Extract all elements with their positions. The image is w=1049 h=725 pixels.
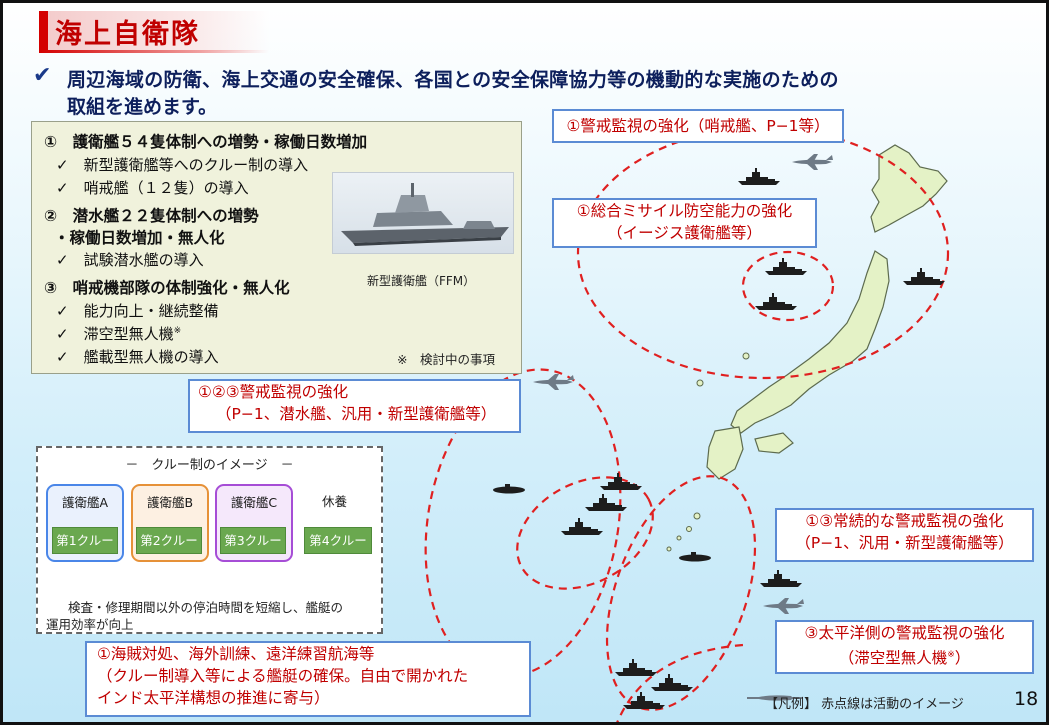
rest-label: 休養 xyxy=(322,494,348,509)
lead-text-line-2: 取組を進めます。 xyxy=(67,96,218,118)
hokkaido xyxy=(870,144,948,233)
note-text: ※ 検討中の事項 xyxy=(397,352,495,367)
ship-icon xyxy=(651,674,693,691)
callout-line: ③太平洋側の警戒監視の強化 xyxy=(804,624,1005,642)
callout-patrol-west: ①②③警戒監視の強化 （P−1、潜水艦、汎用・新型護衛艦等） xyxy=(188,379,521,433)
callout-line: （イージス護衛艦等） xyxy=(607,224,762,242)
japan-map xyxy=(706,144,948,480)
ship-icon xyxy=(738,168,780,185)
area-south-arc xyxy=(616,643,744,722)
patrol-aircraft-icon xyxy=(792,154,833,170)
callout-line: （クルー制導入等による艦艇の確保。自由で開かれた xyxy=(97,667,469,685)
callout-line: インド太平洋構想の推進に寄与） xyxy=(97,689,330,707)
legend: 【凡例】 赤点線は活動のイメージ xyxy=(765,697,964,712)
page-number: 18 xyxy=(1014,688,1039,710)
item-3-sub-3: ✓ 艦載型無人機の導入 xyxy=(56,348,219,366)
submarine-icon xyxy=(679,552,711,562)
callout-line: ①海賊対処、海外訓練、遠洋練習航海等 xyxy=(97,645,375,663)
callout-line: ①②③警戒監視の強化 xyxy=(198,383,349,401)
drone-icon xyxy=(747,695,803,701)
ship-icon xyxy=(561,518,603,535)
footnote-mark: ※ xyxy=(947,650,955,660)
photo-caption: 新型護衛艦（FFM） xyxy=(367,274,476,288)
callout-missile-defense: ①総合ミサイル防空能力の強化 （イージス護衛艦等） xyxy=(552,198,817,248)
item-3: ③ 哨戒機部隊の体制強化・無人化 xyxy=(44,279,290,297)
submarine-icon xyxy=(493,484,525,494)
area-missile xyxy=(741,250,835,322)
area-pacific xyxy=(605,475,757,711)
kyushu xyxy=(706,426,744,480)
item-1-sub-2: ✓ 哨戒艦（１２隻）の導入 xyxy=(56,179,249,197)
callout-patrol-continuous: ①③常続的な警戒監視の強化 （P−1、汎用・新型護衛艦等） xyxy=(775,508,1034,562)
crew-note-line-1: 検査・修理期間以外の停泊時間を短縮し、艦艇の xyxy=(68,600,344,615)
area-ecs xyxy=(516,476,654,590)
ship-icon xyxy=(903,268,945,285)
crew-note-line-2: 運用効率が向上 xyxy=(46,617,134,632)
callout-line: ①③常続的な警戒監視の強化 xyxy=(805,512,1004,530)
patrol-aircraft-icon xyxy=(763,598,804,614)
callout-overseas: ①海賊対処、海外訓練、遠洋練習航海等 （クルー制導入等による艦艇の確保。自由で開… xyxy=(85,641,531,717)
item-3-sub-2-text: ✓ 滞空型無人機 xyxy=(56,325,174,343)
islands xyxy=(666,352,750,552)
crew-chip-1: 第1クルー xyxy=(52,527,118,554)
title-underline xyxy=(39,50,269,53)
callout-text: ） xyxy=(954,649,971,668)
item-1: ① 護衛艦５４隻体制への増勢・稼働日数増加 xyxy=(44,133,368,151)
crew-chip-3: 第3クルー xyxy=(220,527,286,554)
ship-icon xyxy=(755,293,797,310)
callout-line: （P−1、汎用・新型護衛艦等） xyxy=(795,534,1014,552)
frigate-illustration xyxy=(341,183,509,246)
item-2-sub-1: ✓ 試験潜水艦の導入 xyxy=(56,251,204,269)
callout-line: （滞空型無人機※） xyxy=(777,644,1032,669)
area-north xyxy=(576,126,950,380)
callout-patrol-north: ①警戒監視の強化（哨戒艦、P−1等） xyxy=(552,109,844,143)
ship-card-label: 護衛艦B xyxy=(146,495,194,510)
crew-chip-4: 第4クルー xyxy=(304,527,372,554)
ship-icon xyxy=(615,659,657,676)
item-3-sub-1: ✓ 能力向上・継続整備 xyxy=(56,302,219,320)
summary-box: ① 護衛艦５４隻体制への増勢・稼働日数増加 ✓ 新型護衛艦等へのクルー制の導入 … xyxy=(31,121,522,374)
item-2-line-2: ・稼働日数増加・無人化 xyxy=(54,229,225,247)
crew-chip-2: 第2クルー xyxy=(136,527,202,554)
ship-icon xyxy=(765,258,807,275)
footnote-mark: ※ xyxy=(173,326,182,336)
callout-pacific: ③太平洋側の警戒監視の強化 （滞空型無人機※） xyxy=(775,620,1034,674)
shikoku xyxy=(754,432,794,454)
callout-text: （滞空型無人機 xyxy=(838,649,948,668)
ship-card-label: 護衛艦C xyxy=(230,495,278,510)
page-title: 海上自衛隊 xyxy=(55,19,200,50)
crew-title: － クルー制のイメージ － xyxy=(125,458,294,473)
callout-line: （P−1、潜水艦、汎用・新型護衛艦等） xyxy=(216,405,497,423)
item-3-sub-2: ✓ 滞空型無人機※ xyxy=(56,323,181,344)
crew-system-box: － クルー制のイメージ － 護衛艦A 護衛艦B 護衛艦C 休養 第1クルー 第2… xyxy=(36,446,383,634)
callout-line: ①総合ミサイル防空能力の強化 xyxy=(576,202,793,220)
check-icon: ✔ xyxy=(33,63,52,88)
title-banner xyxy=(39,11,269,51)
ship-card-label: 護衛艦A xyxy=(61,495,109,510)
item-1-sub-1: ✓ 新型護衛艦等へのクルー制の導入 xyxy=(56,156,309,174)
vessels xyxy=(493,154,945,709)
lead-text-line-1: 周辺海域の防衛、海上交通の安全確保、各国との安全保障協力等の機動的な実施のための xyxy=(67,69,839,91)
item-2-line-1: ② 潜水艦２２隻体制への増勢 xyxy=(44,207,259,225)
honshu xyxy=(730,250,890,434)
ship-icon xyxy=(600,473,642,490)
frigate-photo xyxy=(332,172,514,254)
ship-icon xyxy=(760,570,802,587)
